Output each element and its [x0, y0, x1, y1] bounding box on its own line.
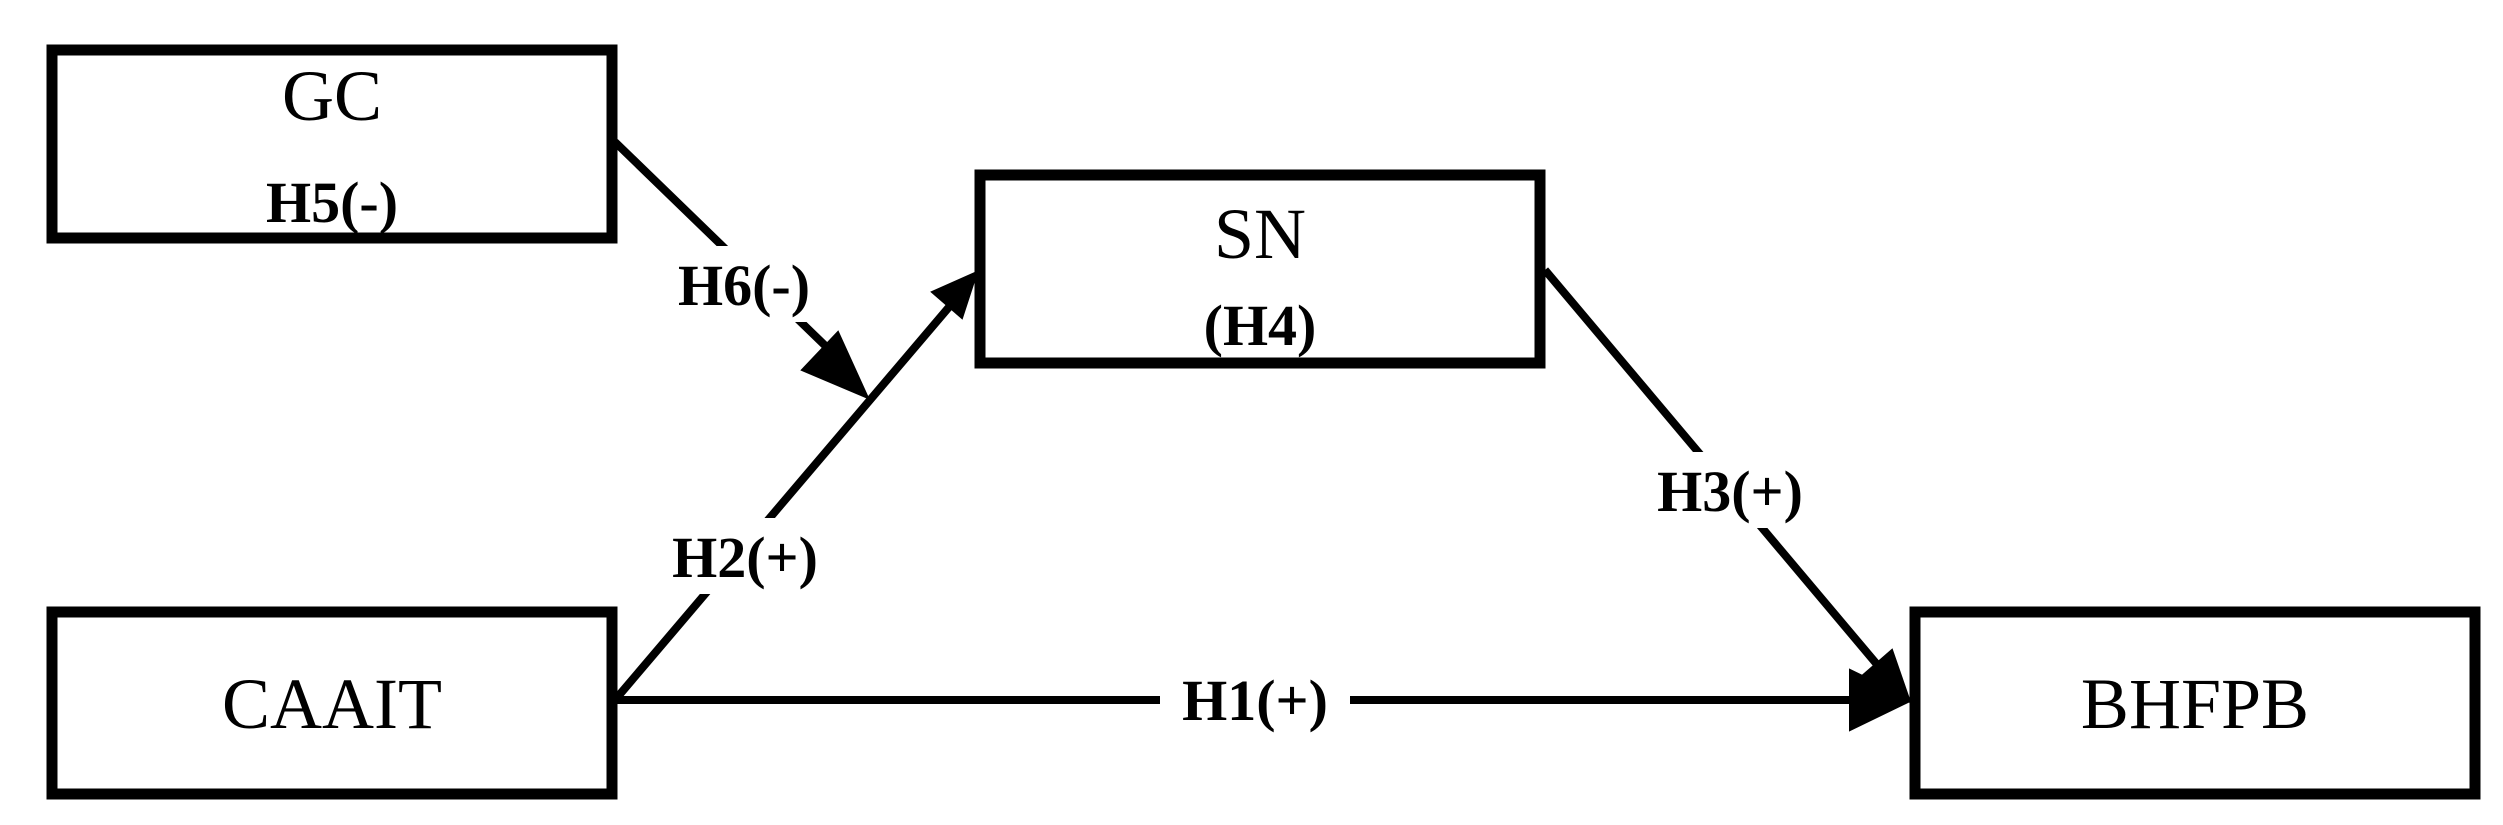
edge-h1-label-bg [1160, 665, 1350, 737]
edge-h1-label: H1(+) [1182, 668, 1328, 733]
node-sn-box [974, 169, 1546, 369]
edge-h2-label: H2(+) [672, 525, 818, 590]
edge-h1-label-group: H1(+) [1160, 665, 1350, 737]
node-gc-subtitle: H5(-) [266, 170, 398, 235]
node-caait: CAAIT [46, 606, 618, 800]
edge-h6-label-group: H6(-) [655, 246, 833, 322]
node-bhfpb: BHFPB [1909, 606, 2481, 800]
node-sn: SN (H4) [974, 169, 1546, 369]
node-sn-title: SN [1214, 194, 1306, 274]
edge-h2 [611, 270, 979, 703]
edge-h2-arrowhead [930, 270, 979, 320]
edge-h2-line [611, 297, 959, 703]
node-caait-title: CAAIT [222, 664, 442, 744]
node-bhfpb-title: BHFPB [2081, 664, 2309, 744]
edge-h2-label-bg [652, 518, 838, 594]
node-caait-box [46, 606, 618, 800]
edge-h6-label-bg [655, 246, 833, 322]
edge-h3-label: H3(+) [1657, 459, 1803, 524]
edge-h6-arrowhead [800, 330, 870, 400]
node-bhfpb-box [1909, 606, 2481, 800]
node-gc-title: GC [282, 56, 382, 136]
node-gc-box [46, 44, 618, 244]
node-gc: GC H5(-) [46, 44, 618, 244]
edge-h3-label-group: H3(+) [1638, 452, 1824, 528]
edge-h2-label-group: H2(+) [652, 518, 838, 594]
edge-h3-label-bg [1638, 452, 1824, 528]
node-sn-subtitle: (H4) [1204, 293, 1317, 358]
edge-h6-label: H6(-) [678, 253, 810, 318]
edge-h3-arrowhead [1860, 648, 1912, 705]
